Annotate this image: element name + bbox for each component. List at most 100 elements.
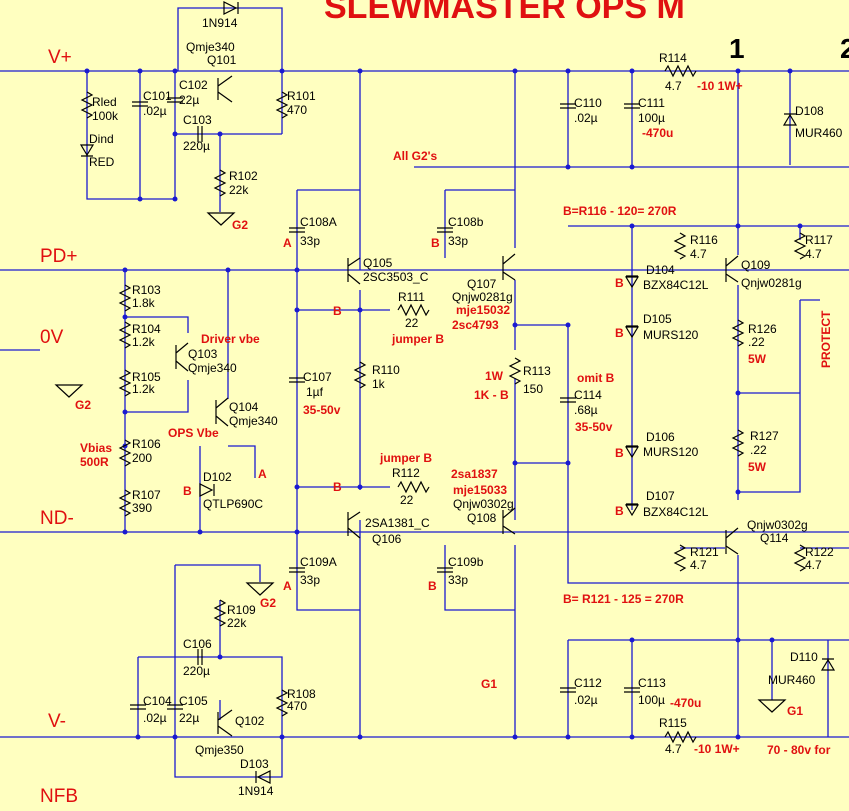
resistor-r106 (118, 439, 132, 467)
label-q105: Q105 (363, 256, 393, 270)
ground-label-g2-a: G2 (75, 398, 91, 412)
label-r112-val: 22 (400, 493, 414, 507)
capacitor-c114 (560, 397, 576, 403)
led-d102 (199, 483, 215, 497)
label-c113: C113 (638, 676, 666, 690)
resistor-rled (80, 91, 94, 119)
note-b-r116: B=R116 - 120= 270R (563, 204, 677, 218)
marker-a-3: A (283, 579, 292, 593)
rail-label-vminus: V- (48, 711, 66, 732)
label-c109b: C109b (448, 555, 484, 569)
column-number-1: 1 (729, 33, 745, 64)
label-c108a: C108A (300, 215, 337, 229)
label-r101: R101 (287, 89, 316, 103)
note-35-50v-a: 35-50v (303, 403, 341, 417)
label-r113-val: 150 (523, 382, 543, 396)
label-c109a-val: 33p (300, 573, 320, 587)
label-q108: Q108 (467, 511, 497, 525)
label-rled-val: 100k (92, 109, 119, 123)
rail-label-nd: ND- (40, 508, 74, 529)
label-r102-val: 22k (229, 183, 249, 197)
capacitor-c104 (130, 704, 146, 710)
label-r105-val: 1.2k (132, 382, 156, 396)
label-c106-val: 220µ (183, 664, 210, 678)
label-q101: Q101 (207, 53, 237, 67)
note-5w-b: 5W (748, 460, 767, 474)
label-c113-val: 100µ (638, 693, 665, 707)
rail-label-nfb: NFB (40, 786, 78, 807)
label-r110: R110 (372, 363, 400, 377)
label-r126-val: .22 (748, 335, 765, 349)
diode-d106 (624, 445, 640, 459)
resistor-r107 (118, 489, 132, 517)
label-q107: Q107 (467, 277, 497, 291)
label-c112: C112 (574, 676, 602, 690)
label-d110-val: MUR460 (768, 673, 816, 687)
label-d108: D108 (795, 104, 824, 118)
label-r115-val: 4.7 (665, 742, 682, 756)
note-2sc4793: 2sc4793 (452, 318, 499, 332)
component-symbols (54, 1, 836, 784)
resistor-r102 (213, 169, 227, 197)
resistor-r108 (275, 689, 289, 717)
ground-g1 (757, 699, 787, 713)
label-r106-val: 200 (132, 451, 152, 465)
label-d104-val: BZX84C12L (643, 278, 709, 292)
label-c103: C103 (183, 113, 212, 127)
label-r111: R111 (398, 290, 425, 304)
ground-g2-2 (206, 212, 236, 226)
ground-label-g1: G1 (787, 704, 803, 718)
note-1k-b: 1K - B (474, 388, 509, 402)
label-d105-val: MURS120 (643, 328, 699, 342)
note-r114: -10 1W+ (697, 79, 743, 93)
note-mje15032: mje15032 (456, 303, 510, 317)
note-70-80v: 70 - 80v for (767, 743, 831, 757)
label-r103-val: 1.8k (132, 296, 156, 310)
note-2sa1837: 2sa1837 (451, 467, 498, 481)
label-r104: R104 (132, 322, 161, 336)
rail-label-pdplus: PD+ (40, 246, 78, 267)
label-r107: R107 (132, 488, 161, 502)
diode-top-1n914 (223, 1, 239, 15)
label-r104-val: 1.2k (132, 335, 156, 349)
transistor-q105 (347, 257, 361, 285)
label-c104-val: .02µ (143, 711, 167, 725)
label-c105: C105 (179, 694, 208, 708)
label-d105: D105 (643, 312, 672, 326)
note-vbias-val: 500R (80, 455, 109, 469)
note-mje15033: mje15033 (453, 483, 507, 497)
column-number-2: 2 (840, 33, 849, 64)
label-c108b-val: 33p (448, 234, 468, 248)
capacitor-c113 (624, 687, 640, 693)
resistor-r105 (118, 369, 132, 397)
label-c109a: C109A (300, 555, 337, 569)
label-r101-val: 470 (287, 103, 307, 117)
marker-b-6: B (615, 276, 624, 290)
diode-d110 (820, 658, 836, 671)
label-q104-type: Qmje340 (229, 414, 278, 428)
label-c101-val: .02µ (143, 104, 167, 118)
marker-b-3: B (183, 484, 192, 498)
note-1w: 1W (485, 369, 504, 383)
note-vbias: Vbias (80, 441, 112, 455)
label-r108: R108 (287, 687, 316, 701)
note-driver-vbe: Driver vbe (201, 332, 260, 346)
label-q114: Q114 (760, 531, 789, 545)
capacitor-c101 (132, 101, 148, 107)
note-r115: -10 1W+ (694, 742, 740, 756)
marker-b-7: B (615, 326, 624, 340)
label-r113: R113 (523, 364, 551, 378)
ground-g2-1 (54, 384, 84, 398)
label-c102-val: 22µ (179, 93, 199, 107)
label-r107-val: 390 (132, 501, 152, 515)
note-protect: PROTECT (819, 310, 833, 368)
junction-dots (84, 68, 803, 740)
label-c105-val: 22µ (179, 711, 199, 725)
label-c108b: C108b (448, 215, 484, 229)
label-c103-val: 220µ (183, 139, 210, 153)
label-q109: Q109 (741, 258, 771, 272)
ground-labels: G2 G2 G2 G1 (75, 218, 803, 718)
schematic-title: SLEWMASTER OPS M (324, 0, 685, 26)
label-r108-val: 470 (287, 699, 307, 713)
